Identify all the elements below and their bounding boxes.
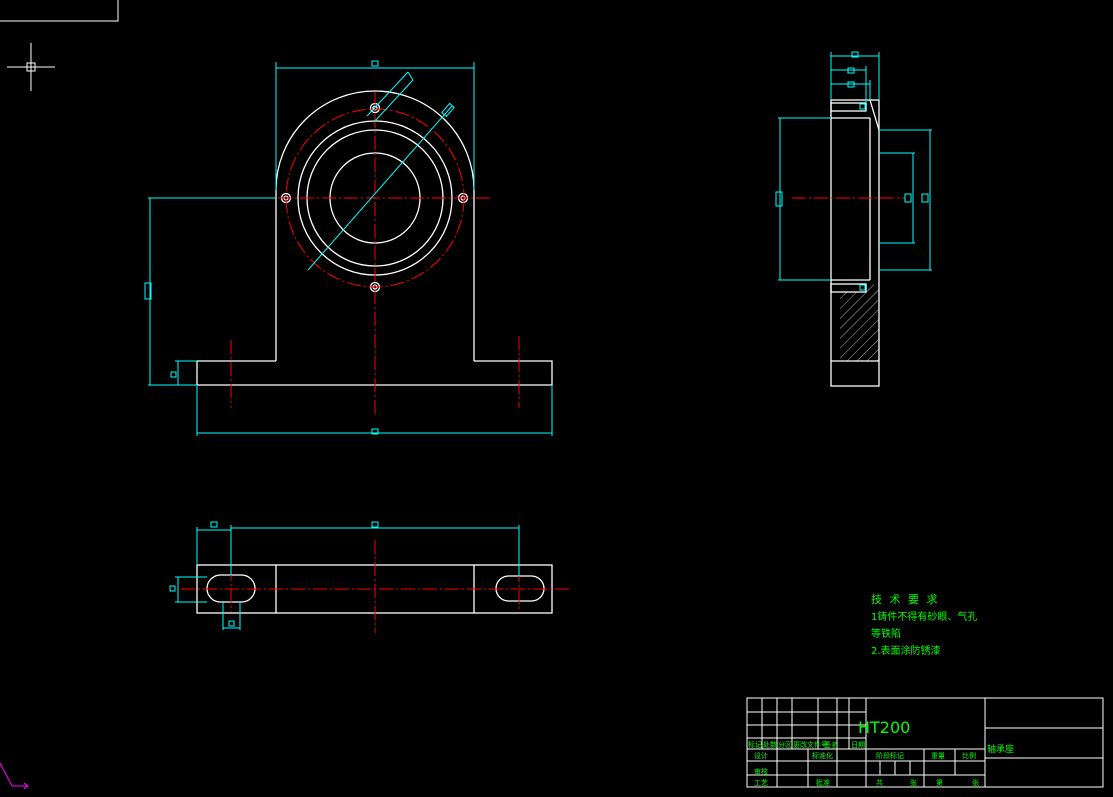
tb-header-zone: 分区 bbox=[778, 741, 792, 749]
front-view bbox=[144, 60, 553, 436]
tech-requirement-line-2: 等铁陷 bbox=[871, 629, 901, 640]
side-view bbox=[775, 51, 932, 387]
tech-requirement-line-1: 1铸件不得有砂眼、气孔 bbox=[871, 612, 978, 623]
part-name-label: 轴承座 bbox=[987, 745, 1015, 755]
tb-process: 工艺 bbox=[754, 779, 768, 787]
tb-header-count: 处数 bbox=[763, 741, 777, 749]
tb-review: 审核 bbox=[754, 768, 768, 776]
tb-scale: 比例 bbox=[962, 752, 976, 760]
tb-approve: 批准 bbox=[816, 779, 830, 787]
tb-sheet: 张 bbox=[972, 779, 979, 787]
tb-total: 共 bbox=[876, 779, 883, 787]
tb-weight: 重量 bbox=[931, 752, 945, 760]
tech-requirement-line-3: 2.表面涂防锈漆 bbox=[871, 646, 941, 657]
title-block-frame bbox=[746, 697, 1104, 788]
top-left-frame bbox=[0, 0, 119, 22]
tb-standardize: 标准化 bbox=[812, 752, 833, 760]
ucs-axis-icon bbox=[0, 762, 29, 790]
tb-stage-mark: 阶段标记 bbox=[876, 752, 904, 760]
crosshair-cursor-icon bbox=[7, 43, 55, 91]
tb-sheet-no: 第 bbox=[936, 779, 943, 787]
tb-header-signature: 签名 bbox=[824, 741, 838, 749]
tb-design: 设计 bbox=[754, 752, 768, 760]
tb-header-change-doc: 更改文件号 bbox=[793, 741, 828, 749]
material-label: HT200 bbox=[858, 718, 911, 737]
tb-header-date: 日期 bbox=[851, 741, 865, 749]
tech-requirements-title: 技 术 要 求 bbox=[871, 593, 940, 606]
tb-sheets: 张 bbox=[910, 779, 917, 787]
top-view bbox=[169, 521, 570, 633]
tb-header-mark: 标记 bbox=[748, 741, 762, 749]
